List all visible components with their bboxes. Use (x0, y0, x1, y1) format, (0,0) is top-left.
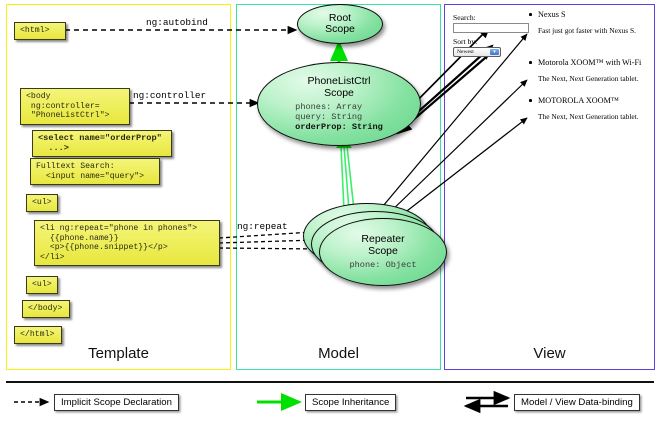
prop-orderprop: orderProp: String (295, 122, 383, 132)
column-label-view: View (533, 345, 566, 362)
legend-implicit-scope-declaration: Implicit Scope Declaration (54, 394, 179, 411)
scope-root: Root Scope (297, 4, 383, 44)
code-box-search-input: Fulltext Search: <input name="query"> (30, 158, 160, 186)
sort-by-selected-value: Newest (457, 49, 474, 55)
legend-scope-inheritance: Scope Inheritance (305, 394, 397, 411)
phone-name: Motorola XOOM™ with Wi-Fi (538, 58, 642, 67)
view-search-label: Search: (453, 13, 476, 22)
label-ng-autobind: ng:autobind (146, 17, 208, 28)
search-input[interactable] (453, 23, 529, 33)
scope-repeater: Repeater Scope phone: Object (319, 218, 447, 286)
phone-snippet: The Next, Next Generation tablet. (538, 74, 639, 83)
list-item: Nexus S Fast just got faster with Nexus … (529, 10, 636, 35)
scope-repeater-props: phone: Object (349, 260, 416, 270)
bullet-icon (529, 99, 532, 102)
column-model (236, 4, 441, 370)
code-box-select: <select name="orderProp" ...> (32, 130, 172, 158)
code-box-body-open: <body ng:controller= "PhoneListCtrl"> (20, 88, 130, 125)
list-item: Motorola XOOM™ with Wi-Fi The Next, Next… (529, 58, 642, 83)
phone-name: MOTOROLA XOOM™ (538, 96, 619, 105)
scope-phonelistctrl: PhoneListCtrl Scope phones: Array query:… (257, 62, 421, 146)
scope-phonelistctrl-props: phones: Array query: String orderProp: S… (295, 102, 383, 132)
phone-name: Nexus S (538, 10, 566, 19)
code-box-html-close: </html> (14, 326, 62, 344)
code-box-li-repeat: <li ng:repeat="phone in phones"> {{phone… (34, 220, 220, 267)
legend-model-view-data-binding: Model / View Data-binding (514, 394, 640, 411)
prop-query: query: String (295, 112, 363, 122)
label-ng-controller: ng:controller (133, 90, 207, 101)
view-sort-label: Sort by: (453, 37, 478, 46)
bullet-icon (529, 13, 532, 16)
scope-phonelistctrl-title: PhoneListCtrl Scope (307, 75, 371, 99)
column-label-model: Model (318, 345, 359, 362)
code-box-ul-open: <ul> (26, 194, 58, 212)
sort-by-select[interactable]: Newest ▾ (453, 47, 501, 57)
column-label-template: Template (88, 345, 149, 362)
phone-snippet: Fast just got faster with Nexus S. (538, 26, 636, 35)
phone-snippet: The Next, Next Generation tablet. (538, 112, 639, 121)
code-box-body-close: </body> (22, 300, 70, 318)
prop-phones: phones: Array (295, 102, 363, 112)
legend-divider (6, 381, 654, 384)
list-item: MOTOROLA XOOM™ The Next, Next Generation… (529, 96, 639, 121)
prop-phone: phone: Object (349, 260, 417, 270)
scope-repeater-title: Repeater Scope (361, 233, 405, 257)
bullet-icon (529, 61, 532, 64)
code-box-ul-close: <ul> (26, 276, 58, 294)
scope-root-title: Root Scope (325, 11, 355, 35)
label-ng-repeat: ng:repeat (237, 221, 288, 232)
code-box-html-open: <html> (14, 22, 66, 40)
chevron-down-icon: ▾ (490, 49, 499, 55)
